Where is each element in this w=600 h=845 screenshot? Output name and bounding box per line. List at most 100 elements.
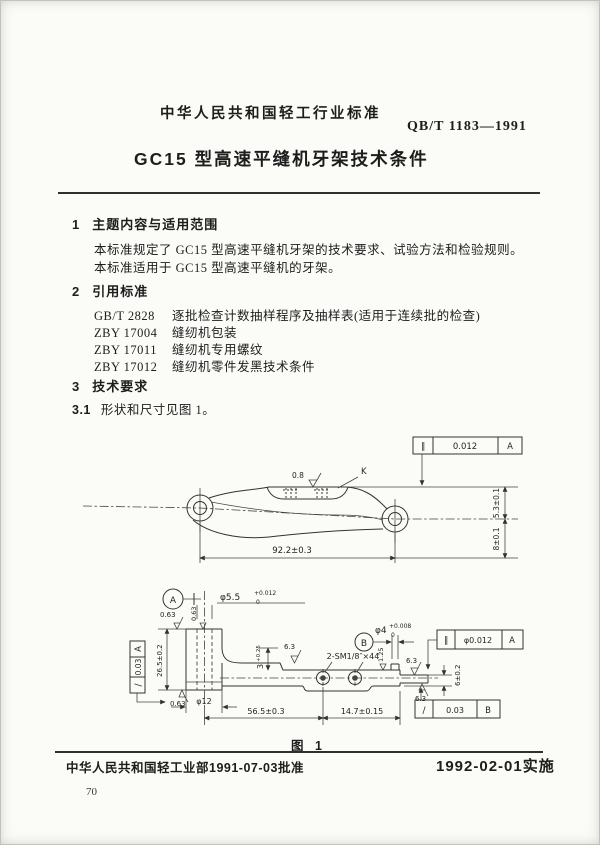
reference-desc: 缝纫机零件发黑技术条件 xyxy=(172,360,316,374)
header-standard-label: 中华人民共和国轻工行业标准 xyxy=(160,106,381,122)
dimension-8: 8±0.1 xyxy=(492,518,508,559)
serration-hidden-lines xyxy=(283,488,330,498)
slash-tolerance-icon: ∕ xyxy=(134,683,144,687)
pin-parallelism-tolerance-frame: ∥ φ0.012 A xyxy=(425,629,524,670)
implementation-date: 1992-02-01实施 xyxy=(436,758,555,775)
dimension-phi12: φ12 xyxy=(171,690,237,713)
fcf-datum: A xyxy=(509,636,515,646)
fcf-datum: A xyxy=(134,646,144,652)
dimension-end-6: 6±0.2 xyxy=(404,665,462,696)
approval-statement: 中华人民共和国轻工业部1991-07-03批准 xyxy=(66,761,304,775)
dim-5-3-label: 5.3±0.1 xyxy=(492,488,501,518)
parallelism-icon: ∥ xyxy=(444,636,449,646)
bore-dia-sup: +0.012 xyxy=(254,590,276,597)
header-divider xyxy=(58,192,540,194)
surface-finish-0-8: 0.8 xyxy=(292,471,322,488)
carrier-side-outline xyxy=(185,591,438,705)
left-orientation-tolerance-frame: A 0.03 ∕ xyxy=(129,640,166,705)
dimension-5-3: 5.3±0.1 xyxy=(492,486,508,520)
reference-code: ZBY 17004 xyxy=(94,326,158,340)
fcf-value: φ0.012 xyxy=(464,636,492,645)
section-2-heading: 2 引用标准 xyxy=(72,281,148,300)
dim-14-7-label: 14.7±0.15 xyxy=(341,707,383,716)
figure-1-side-view-drawing: A φ5.5 +0.012 0 xyxy=(129,588,524,725)
clause-3-1: 3.1 形状和尺寸见图 1。 xyxy=(72,399,215,418)
k-label: K xyxy=(361,467,367,477)
slash-tolerance-icon: ∕ xyxy=(422,706,426,716)
section-1-paragraph-1: 本标准规定了 GC15 型高速平缝机牙架的技术要求、试验方法和检验规则。 xyxy=(94,243,524,257)
figure-1-top-view-drawing: 92.2±0.3 5.3±0.1 8±0.1 ∥ 0.012 A 0.8 K xyxy=(82,436,523,563)
bore-dia-sub: 0 xyxy=(256,599,260,606)
reference-desc: 缝纫机专用螺纹 xyxy=(172,343,264,357)
reference-code: ZBY 17011 xyxy=(94,343,157,357)
dimension-92-2: 92.2±0.3 xyxy=(199,522,518,563)
finish-0-63-label: 0.63 xyxy=(170,700,186,708)
section-2-number: 2 xyxy=(72,284,81,299)
footer-divider xyxy=(55,751,543,753)
datum-b-label: B xyxy=(361,639,367,649)
dim-8-label: 8±0.1 xyxy=(492,527,501,550)
datum-a-label: A xyxy=(170,596,177,606)
dim-92-2-label: 92.2±0.3 xyxy=(272,546,312,556)
end-orientation-tolerance-frame: ∕ 0.03 B xyxy=(414,687,501,719)
section-3-title: 技术要求 xyxy=(92,379,149,394)
clause-3-1-number: 3.1 xyxy=(72,403,91,417)
section-1-paragraph-2: 本标准适用于 GC15 型高速平缝机的牙架。 xyxy=(94,261,342,275)
pin-dia-sup: +0.008 xyxy=(389,623,411,630)
bore-dia-main: φ5.5 xyxy=(220,593,240,603)
clause-3-1-text: 形状和尺寸见图 1。 xyxy=(100,403,216,417)
finish-0-8-label: 0.8 xyxy=(292,471,304,480)
fcf-datum: A xyxy=(507,442,513,452)
screw-thread-label: 2-SM1/8″×44 xyxy=(327,652,380,661)
fcf-value: 0.012 xyxy=(453,442,477,452)
parallelism-icon: ∥ xyxy=(421,442,426,452)
reference-item: ZBY 17011 缝纫机专用螺纹 xyxy=(94,339,263,358)
dimension-cylinder-26-5: 26.5±0.2 xyxy=(156,628,186,691)
dim-3-sup: +0.25 xyxy=(256,645,262,662)
dim-3-main: 3 xyxy=(256,664,265,669)
section-1-number: 1 xyxy=(72,217,81,232)
datum-b-symbol: B xyxy=(354,632,374,652)
parallelism-tolerance-frame: ∥ 0.012 A xyxy=(412,436,523,486)
reference-desc: 逐批检查计数抽样程序及抽样表(适用于连续批的检查) xyxy=(172,309,481,323)
finish-0-63-label: 0.63 xyxy=(160,611,176,619)
figure-caption: 图 1 xyxy=(291,739,326,753)
dimension-56-5-and-14-7: 56.5±0.3 14.7±0.15 xyxy=(203,687,401,725)
fcf-value: 0.03 xyxy=(134,658,143,675)
pin-diameter-callout: φ4 +0.008 0 xyxy=(373,623,414,659)
finish-0-63-label: 0.63 xyxy=(190,607,198,621)
section-2-title: 引用标准 xyxy=(92,284,149,299)
k-surface-label: K xyxy=(337,467,367,489)
fcf-datum: B xyxy=(485,706,491,716)
dim-phi12-label: φ12 xyxy=(196,697,211,706)
reference-item: ZBY 17012 缝纫机零件发黑技术条件 xyxy=(94,356,315,375)
section-3-heading: 3 技术要求 xyxy=(72,376,148,395)
reference-code: ZBY 17012 xyxy=(94,360,158,374)
fcf-value: 0.03 xyxy=(446,706,464,715)
dim-26-5-label: 26.5±0.2 xyxy=(156,644,164,677)
section-3-number: 3 xyxy=(72,379,81,394)
section-1-heading: 1 主题内容与适用范围 xyxy=(72,214,218,233)
section-1-title: 主题内容与适用范围 xyxy=(92,217,219,232)
dim-6-label: 6±0.2 xyxy=(454,665,462,686)
finish-6-3-label: 6.3 xyxy=(406,657,417,665)
screw-hole xyxy=(348,669,362,687)
dim-56-5-label: 56.5±0.3 xyxy=(247,707,284,716)
dimension-step-3: 3 +0.25 xyxy=(256,645,278,671)
reference-code: GB/T 2828 xyxy=(94,309,155,323)
bore-diameter-callout: φ5.5 +0.012 0 xyxy=(196,590,305,619)
screw-hole xyxy=(316,669,330,687)
feed-dog-carrier-top-outline xyxy=(82,486,518,543)
datum-a-symbol: A xyxy=(162,588,201,610)
reference-item: GB/T 2828 逐批检查计数抽样程序及抽样表(适用于连续批的检查) xyxy=(94,305,480,324)
pin-dia-main: φ4 xyxy=(375,626,387,636)
screw-thread-callout: 2-SM1/8″×44 xyxy=(324,652,380,673)
surface-finish-marks: 0.63 0.63 0.63 6.3 6.3 6.3 1.25 xyxy=(160,607,429,708)
pin-dia-sub: 0 xyxy=(391,632,395,639)
finish-1-25-label: 1.25 xyxy=(377,648,385,662)
finish-6-3-label: 6.3 xyxy=(284,643,295,651)
page-title: GC15 型高速平缝机牙架技术条件 xyxy=(134,149,429,169)
standard-number: QB/T 1183—1991 xyxy=(407,119,527,134)
